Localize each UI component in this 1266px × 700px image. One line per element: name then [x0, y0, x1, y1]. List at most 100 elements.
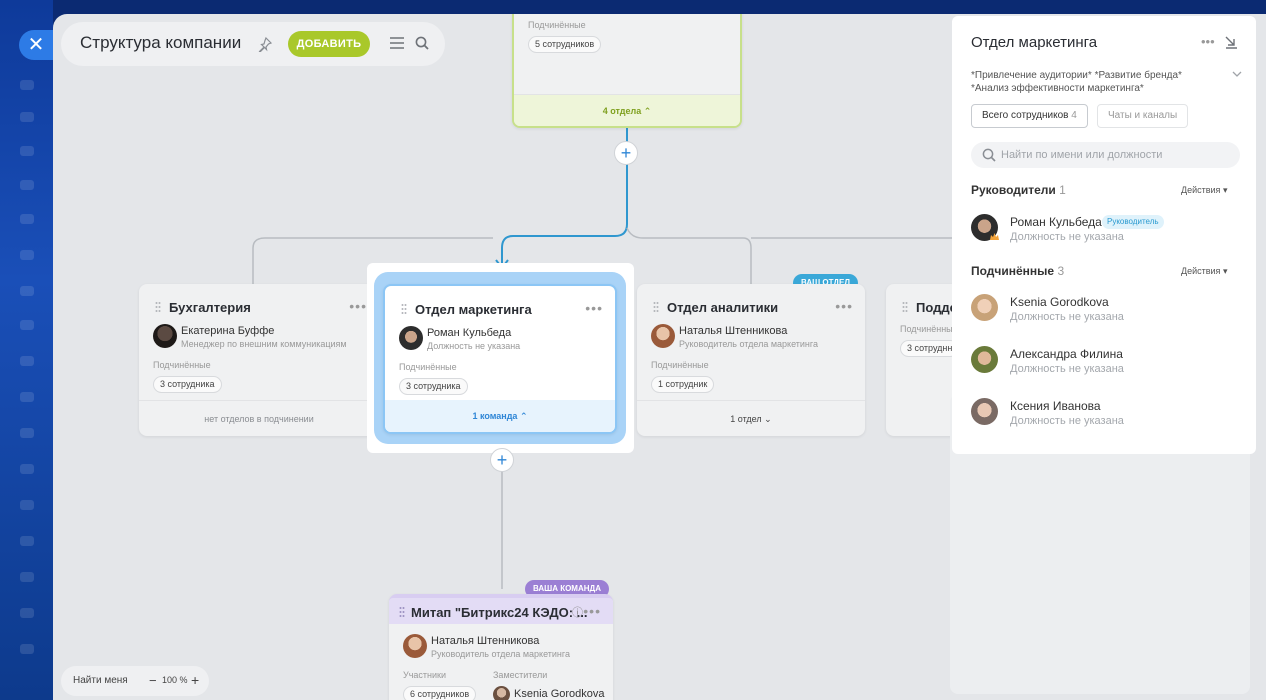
- rail-icon[interactable]: [20, 464, 34, 474]
- page-header: Структура компании ДОБАВИТЬ: [61, 22, 445, 66]
- subordinate-row[interactable]: Ksenia Gorodkova Должность не указана: [971, 294, 1241, 326]
- rail-icon[interactable]: [20, 112, 34, 122]
- rail-icon[interactable]: [20, 572, 34, 582]
- department-title: Подде: [916, 300, 957, 315]
- teams-label: 1 команда: [472, 411, 518, 421]
- department-title: Бухгалтерия: [169, 300, 251, 315]
- add-team-button[interactable]: +: [490, 448, 514, 472]
- info-icon[interactable]: ⓘ: [572, 607, 583, 619]
- subordinates-label: Подчинённые: [399, 362, 457, 372]
- employee-count-chip: 1 сотрудник: [651, 376, 715, 393]
- chevron-up-icon: ⌃: [519, 411, 528, 421]
- department-card-accounting[interactable]: Бухгалтерия ••• Екатерина Буффе Менеджер…: [139, 284, 379, 436]
- person-name: Ксения Иванова: [1010, 399, 1101, 413]
- menu-icon[interactable]: [390, 37, 404, 49]
- person-post: Должность не указана: [1010, 415, 1124, 427]
- page-title: Структура компании: [80, 33, 242, 52]
- employee-count-chip: 3 сотрудника: [153, 376, 222, 393]
- tab-count: 4: [1071, 110, 1077, 121]
- close-icon[interactable]: ✕: [19, 30, 53, 60]
- person-name: Наталья Штенникова: [679, 325, 788, 337]
- deputy-name: Ksenia Gorodkova: [514, 688, 605, 700]
- employee-search: [971, 142, 1240, 168]
- rail-icon[interactable]: [20, 392, 34, 402]
- rail-icon[interactable]: [20, 356, 34, 366]
- person-post: Руководитель отдела маркетинга: [431, 649, 570, 659]
- highlight-frame: Отдел маркетинга ••• Роман Кульбеда Долж…: [367, 263, 634, 453]
- more-icon[interactable]: •••: [349, 298, 367, 314]
- drag-handle-icon[interactable]: [653, 301, 659, 313]
- avatar: [971, 346, 998, 373]
- rail-icon[interactable]: [20, 608, 34, 618]
- subdepartments-toggle[interactable]: 4 отдела ⌃: [514, 94, 740, 126]
- more-icon[interactable]: •••: [1201, 34, 1215, 49]
- employee-count-chip: 3 сотруднн: [900, 340, 960, 357]
- chevron-up-icon: ⌃: [643, 106, 652, 116]
- subdepartments-label: 4 отдела: [602, 106, 642, 116]
- drag-handle-icon[interactable]: [155, 301, 161, 313]
- subordinates-section-title: Подчинённые 3: [971, 264, 1064, 278]
- rail-icon[interactable]: [20, 146, 34, 156]
- person-name: Наталья Штенникова: [431, 635, 540, 647]
- add-department-button[interactable]: +: [614, 141, 638, 165]
- team-card-meetup[interactable]: Митап "Битрикс24 КЭДО: ... ⓘ ••• Наталья…: [389, 594, 613, 700]
- tab-label: Всего сотрудников: [982, 110, 1069, 121]
- person-post: Должность не указана: [1010, 363, 1124, 375]
- person-post: Менеджер по внешним коммуникациям: [181, 339, 347, 349]
- subordinates-label: Подчинённые: [651, 360, 709, 370]
- subdepartments-toggle[interactable]: 1 отдел ⌄: [637, 400, 865, 436]
- crown-icon: [990, 233, 999, 240]
- head-row[interactable]: Роман Кульбеда Руководитель Должность не…: [971, 214, 1241, 246]
- person-name: Ksenia Gorodkova: [1010, 295, 1109, 309]
- pin-icon[interactable]: [257, 36, 273, 52]
- avatar: [399, 326, 423, 350]
- heads-actions-dropdown[interactable]: Действия ▾: [1181, 185, 1227, 196]
- rail-icon[interactable]: [20, 500, 34, 510]
- subordinates-label: Подчинённые: [528, 20, 586, 30]
- rail-icon[interactable]: [20, 180, 34, 190]
- person-post: Руководитель отдела маркетинга: [679, 339, 818, 349]
- left-rail: [0, 0, 53, 700]
- search-icon[interactable]: [415, 36, 429, 50]
- deputies-label: Заместители: [493, 670, 548, 680]
- rail-icon[interactable]: [20, 644, 34, 654]
- more-icon[interactable]: •••: [835, 298, 853, 314]
- person-name: Роман Кульбеда: [1010, 215, 1102, 229]
- tab-chats-channels[interactable]: Чаты и каналы: [1097, 104, 1189, 128]
- rail-icon[interactable]: [20, 250, 34, 260]
- person-name: Александра Филина: [1010, 347, 1123, 361]
- zoom-in-button[interactable]: +: [191, 672, 200, 688]
- collapse-panel-icon[interactable]: [1224, 35, 1238, 49]
- more-icon[interactable]: •••: [583, 603, 601, 619]
- department-card-analytics[interactable]: Отдел аналитики ••• Наталья Штенникова Р…: [637, 284, 865, 436]
- find-me-button[interactable]: Найти меня: [73, 675, 128, 686]
- tab-all-employees[interactable]: Всего сотрудников 4: [971, 104, 1088, 128]
- subordinates-actions-dropdown[interactable]: Действия ▾: [1181, 266, 1227, 277]
- drag-handle-icon[interactable]: [401, 303, 407, 315]
- person-name: Екатерина Буффе: [181, 325, 275, 337]
- teams-toggle[interactable]: 1 команда ⌃: [385, 400, 615, 432]
- search-input[interactable]: [1001, 146, 1231, 164]
- department-card-marketing[interactable]: Отдел маркетинга ••• Роман Кульбеда Долж…: [383, 284, 617, 434]
- more-icon[interactable]: •••: [585, 300, 603, 316]
- rail-icon[interactable]: [20, 320, 34, 330]
- no-subdepartments-label: нет отделов в подчинении: [139, 400, 379, 436]
- subordinate-row[interactable]: Ксения Иванова Должность не указана: [971, 398, 1241, 430]
- drag-handle-icon[interactable]: [399, 606, 405, 618]
- rail-icon[interactable]: [20, 214, 34, 224]
- your-team-badge: ВАША КОМАНДА: [525, 580, 609, 598]
- subordinate-row[interactable]: Александра Филина Должность не указана: [971, 346, 1241, 378]
- rail-icon[interactable]: [20, 428, 34, 438]
- zoom-out-button[interactable]: −: [149, 673, 157, 688]
- rail-icon[interactable]: [20, 536, 34, 546]
- caret-down-icon: ▾: [1222, 185, 1228, 195]
- person-post: Должность не указана: [1010, 231, 1124, 243]
- avatar: [403, 634, 427, 658]
- top-department-card[interactable]: Подчинённые 5 сотрудников 4 отдела ⌃: [512, 14, 742, 128]
- add-button[interactable]: ДОБАВИТЬ: [288, 31, 370, 57]
- rail-icon[interactable]: [20, 286, 34, 296]
- rail-icon[interactable]: [20, 80, 34, 90]
- employee-count-chip: 3 сотрудника: [399, 378, 468, 395]
- drag-handle-icon[interactable]: [902, 301, 908, 313]
- chevron-down-icon[interactable]: [1232, 70, 1242, 78]
